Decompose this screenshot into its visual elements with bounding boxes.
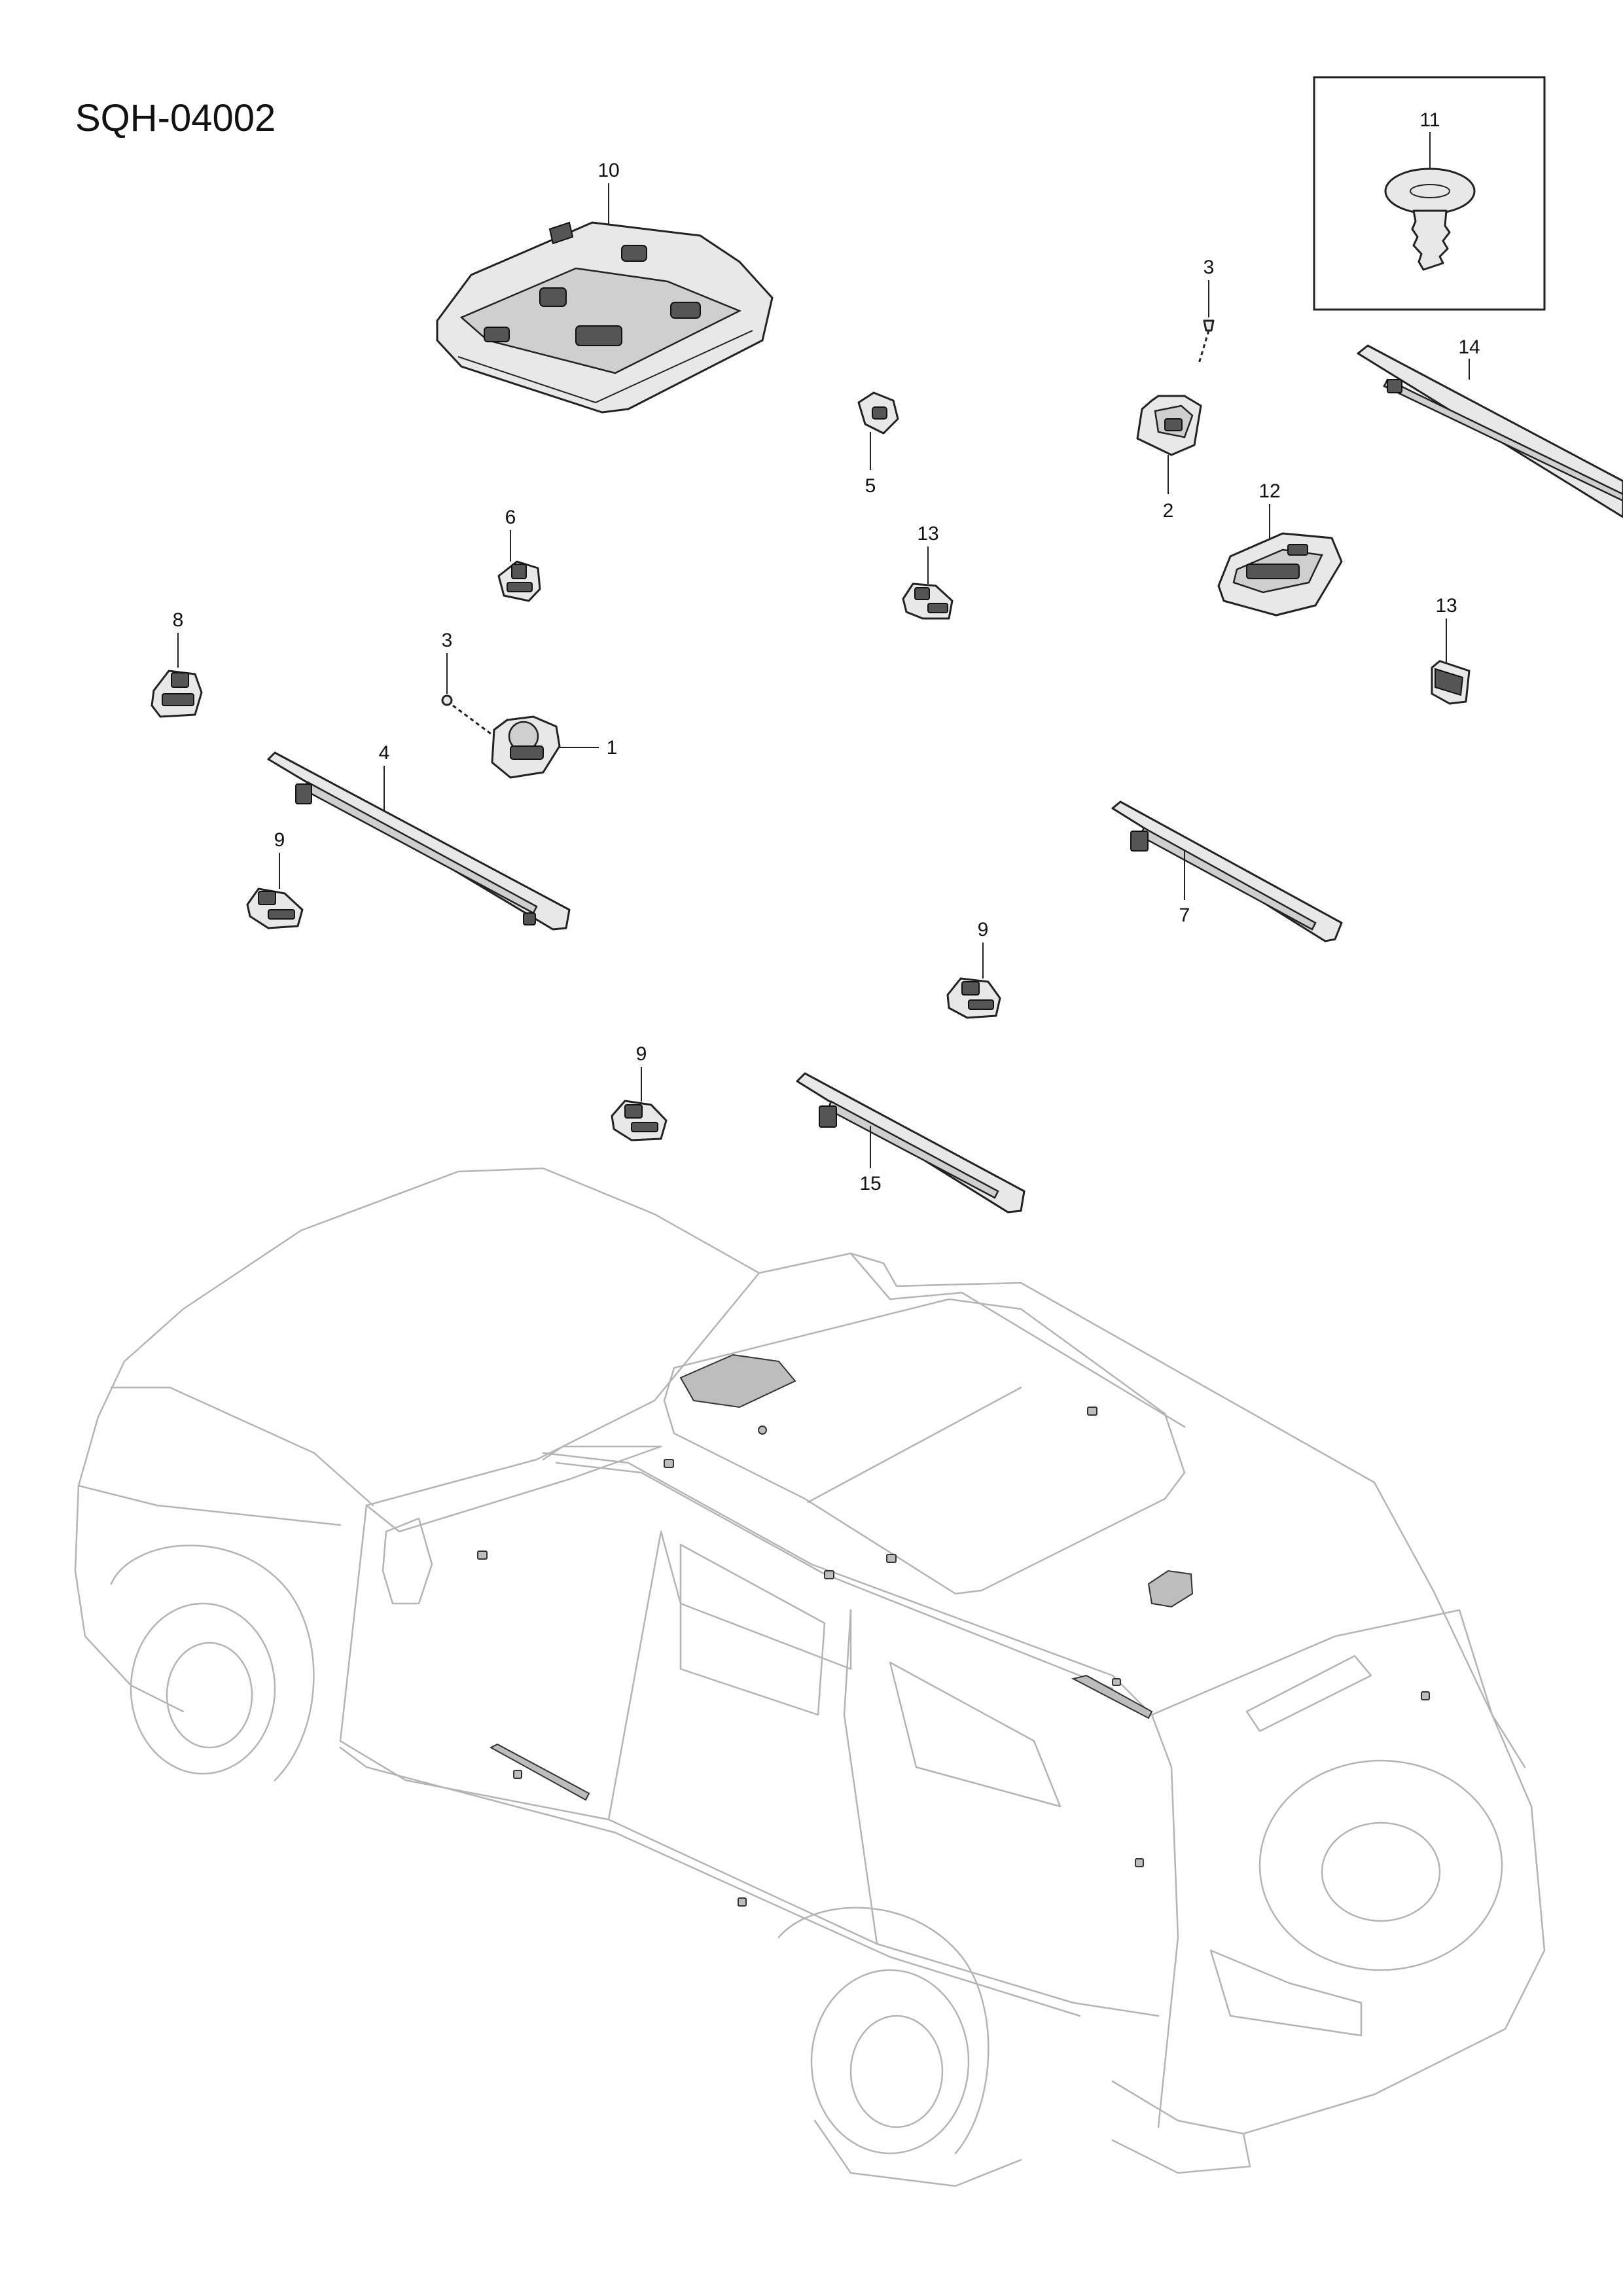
callout-7: 7: [1179, 905, 1190, 926]
part-13-clip-right-upper: 13: [1431, 595, 1471, 705]
callout-13-center: 13: [917, 523, 938, 545]
callout-11: 11: [1419, 109, 1440, 131]
part-9-clip-left: 9: [246, 829, 304, 929]
part-3-screw-upper: 3: [1198, 257, 1215, 364]
callout-14: 14: [1458, 336, 1480, 358]
callout-9-lower: 9: [636, 1043, 647, 1065]
part-7-trim-rail: 7: [1111, 800, 1343, 942]
callout-15: 15: [859, 1173, 881, 1194]
callout-8: 8: [173, 609, 184, 631]
part-6-lamp-bracket: 6: [497, 507, 541, 602]
part-1-reading-lamp: 1: [491, 715, 618, 779]
part-4-trim-rail: 4: [267, 742, 571, 931]
callout-2: 2: [1163, 500, 1174, 522]
part-8-lamp-bracket: 8: [151, 609, 203, 718]
diagram-code: SQH-04002: [75, 97, 276, 139]
part-5-clip: 5: [857, 391, 899, 497]
callout-5: 5: [865, 475, 876, 497]
part-9-clip-center: 9: [946, 919, 1001, 1019]
part-10-overhead-console: 10: [436, 160, 774, 414]
vehicle-outline: [74, 1167, 1546, 2187]
part-12-dome-lamp: 12: [1217, 480, 1343, 617]
callout-1: 1: [607, 737, 618, 759]
callout-3-lower: 3: [442, 630, 453, 651]
screw-clip-icon: [1384, 168, 1476, 271]
callout-6: 6: [505, 507, 516, 528]
callout-9-left: 9: [274, 829, 285, 851]
part-3-screw-lower: 3: [441, 630, 499, 741]
callout-13-right-upper: 13: [1435, 595, 1457, 617]
part-9-clip-lower: 9: [611, 1043, 668, 1141]
callout-12: 12: [1258, 480, 1280, 502]
part-13-clip-center: 13: [902, 523, 954, 620]
part-14-trim-rail: 14: [1357, 336, 1623, 518]
part-11-inset: 11: [1313, 76, 1546, 311]
callout-10: 10: [597, 160, 619, 181]
callout-4: 4: [379, 742, 390, 764]
callout-9-center: 9: [978, 919, 989, 941]
part-15-trim-rail: 15: [796, 1072, 1026, 1213]
part-2-lamp-housing: 2: [1136, 395, 1202, 522]
callout-3-upper: 3: [1204, 257, 1215, 278]
